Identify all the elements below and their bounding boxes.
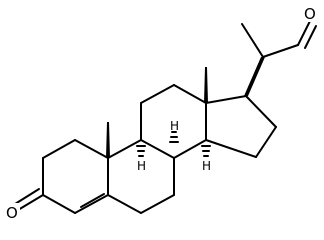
bond-c15-c14	[205, 139, 257, 158]
bond-c4-c5	[74, 194, 109, 214]
atom-labels: O O H H H	[4, 4, 318, 222]
bond-c3-c4	[42, 194, 76, 214]
c9-hydrogen-label: H	[137, 159, 146, 173]
side-chain	[241, 20, 317, 96]
bond-cho-o	[297, 20, 311, 46]
ring-b	[107, 139, 175, 214]
bond-c6-c7	[140, 194, 175, 214]
hashed-bond-c8-h	[169, 131, 179, 143]
bond-c3-o	[17, 194, 44, 211]
bond-c4-c5-double	[80, 193, 105, 208]
ketone-group	[14, 188, 44, 211]
bond-c5-c6	[107, 194, 142, 214]
c8-hydrogen-label: H	[170, 119, 179, 133]
stereo-hydrogens	[136, 131, 211, 157]
ring-c	[140, 84, 207, 159]
bond-cho-o-double	[304, 25, 317, 49]
wedge-bond-c13-methyl	[204, 67, 208, 103]
methyl-c10	[106, 122, 110, 158]
bond-c14-c8	[173, 139, 207, 159]
bond-c13-c17	[205, 95, 247, 104]
bond-c9-c10	[107, 139, 142, 159]
bond-c20-c21	[241, 23, 264, 58]
bond-c3-o-double	[14, 188, 40, 205]
hashed-bond-c9-h	[136, 145, 146, 157]
ketone-oxygen-label: O	[6, 204, 18, 222]
bond-c16-c15	[255, 126, 277, 158]
bond-c10-c1	[74, 139, 109, 159]
bond-c17-c16	[245, 95, 277, 128]
bond-c20-cho	[262, 44, 299, 58]
c14-hydrogen-label: H	[202, 159, 211, 173]
methyl-c13	[204, 67, 208, 103]
wedge-bond-c10-methyl	[106, 122, 110, 158]
bond-c1-c2	[42, 139, 76, 159]
bond-c8-c9	[140, 139, 175, 159]
bond-c12-c13	[173, 84, 207, 104]
wedge-bond-c17-c20	[244, 57, 265, 96]
bond-c11-c12	[140, 84, 175, 104]
hashed-bond-c14-h	[201, 145, 211, 157]
ring-a	[42, 139, 109, 214]
aldehyde-oxygen-label: O	[304, 5, 316, 23]
ring-d	[205, 95, 277, 158]
